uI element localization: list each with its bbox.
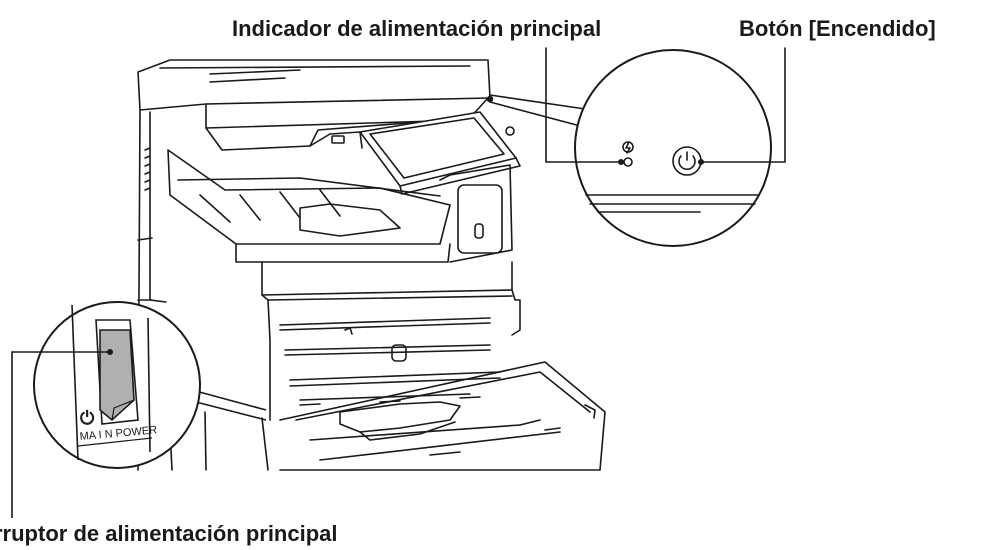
switch-power-symbol: ⏻	[80, 408, 95, 428]
printer-body	[137, 59, 606, 471]
control-panel-zoom	[489, 49, 772, 247]
power-indicator-icon	[622, 141, 634, 154]
power-button-label: Botón [Encendido]	[739, 16, 936, 41]
main-power-switch-zoom: ⏻ MA I N POWER	[11, 301, 267, 518]
touch-panel	[359, 95, 521, 195]
indicator-leader-line	[545, 47, 622, 163]
button-leader-line	[700, 47, 786, 163]
switch-leader-line	[11, 351, 110, 518]
main-power-indicator-label: Indicador de alimentación principal	[232, 16, 602, 41]
main-power-switch-label: rruptor de alimentación principal	[0, 521, 338, 546]
